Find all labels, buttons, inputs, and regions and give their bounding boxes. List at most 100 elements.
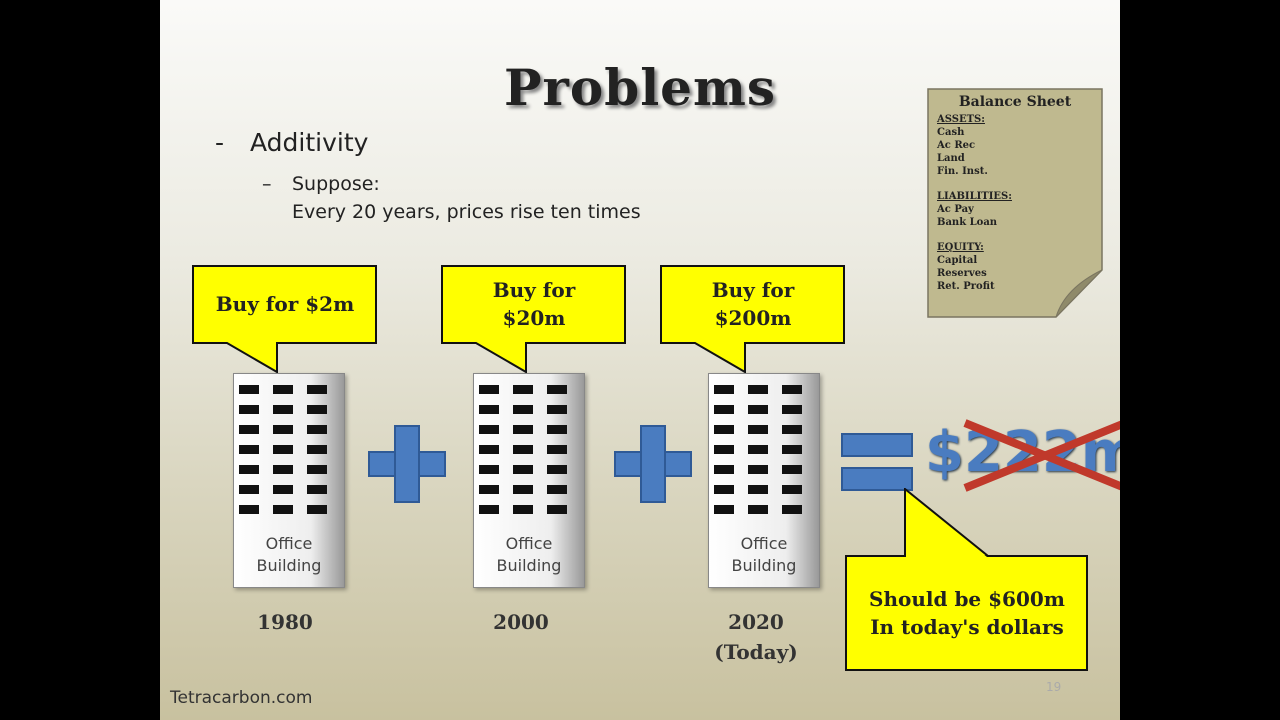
balance-sheet-title: Balance Sheet <box>958 94 1072 110</box>
window <box>273 445 293 454</box>
bs-item: Ac Pay <box>937 204 974 215</box>
window <box>479 445 499 454</box>
window <box>782 445 802 454</box>
slide: Problems -Additivity –Suppose: Every 20 … <box>160 0 1120 720</box>
callout-text: Buy for <box>711 278 795 302</box>
bs-section-liabilities: LIABILITIES: Ac Pay Bank Loan <box>937 190 1012 229</box>
bullet-text: Suppose: <box>292 173 380 195</box>
building-label: Building <box>256 556 322 575</box>
year-label: 2000 <box>446 607 596 637</box>
callout-1980: Buy for $2m <box>192 265 378 375</box>
window <box>307 445 327 454</box>
bs-item: Ret. Profit <box>937 281 995 292</box>
window <box>782 405 802 414</box>
window <box>273 485 293 494</box>
balance-sheet-note: Balance Sheet ASSETS: Cash Ac Rec Land F… <box>927 88 1103 318</box>
callout-text: Should be $600m <box>869 587 1065 611</box>
year-note: (Today) <box>714 640 798 664</box>
bs-item: Reserves <box>937 268 987 279</box>
window <box>273 465 293 474</box>
window <box>748 445 768 454</box>
window <box>782 465 802 474</box>
window <box>714 465 734 474</box>
bs-item: Ac Rec <box>937 140 976 151</box>
window <box>479 385 499 394</box>
window <box>239 505 259 514</box>
window <box>748 465 768 474</box>
window <box>714 485 734 494</box>
window <box>513 385 533 394</box>
window <box>714 385 734 394</box>
window <box>714 425 734 434</box>
window <box>748 405 768 414</box>
building-label: Office <box>265 534 313 553</box>
window <box>307 485 327 494</box>
window <box>479 485 499 494</box>
callout-2000: Buy for $20m <box>441 265 627 375</box>
window <box>239 405 259 414</box>
window <box>748 485 768 494</box>
building-label: Building <box>731 556 797 575</box>
window <box>547 465 567 474</box>
window <box>307 465 327 474</box>
callout-text: $20m <box>502 306 566 330</box>
callout-text: Buy for <box>492 278 576 302</box>
bullet-text: Additivity <box>250 128 369 157</box>
plus-icon <box>368 425 446 503</box>
window <box>714 405 734 414</box>
window <box>273 405 293 414</box>
window <box>748 385 768 394</box>
bs-item: Bank Loan <box>937 217 998 228</box>
cross-out-icon <box>963 419 1120 492</box>
window <box>239 465 259 474</box>
window <box>479 505 499 514</box>
window <box>513 445 533 454</box>
correction-callout: Should be $600m In today's dollars <box>845 488 1089 672</box>
window <box>547 425 567 434</box>
bs-item: Land <box>937 153 965 164</box>
equals-icon <box>841 433 913 457</box>
window <box>513 505 533 514</box>
window <box>239 425 259 434</box>
window <box>782 485 802 494</box>
window <box>782 505 802 514</box>
window <box>307 505 327 514</box>
window <box>239 445 259 454</box>
bs-heading: LIABILITIES: <box>937 191 1012 202</box>
callout-text: Buy for $2m <box>215 292 355 316</box>
window <box>307 425 327 434</box>
window <box>782 425 802 434</box>
callout-text: In today's dollars <box>870 615 1064 639</box>
window <box>748 425 768 434</box>
year-text: 1980 <box>257 610 313 634</box>
paper-curl-icon <box>927 88 1103 318</box>
window <box>273 385 293 394</box>
window <box>748 505 768 514</box>
bullet-text-line2: Every 20 years, prices rise ten times <box>292 201 641 223</box>
year-label: 2020 (Today) <box>681 607 831 667</box>
bullet-level1: -Additivity <box>215 128 368 157</box>
window <box>714 445 734 454</box>
window <box>307 405 327 414</box>
callout-2020: Buy for$200m <box>660 265 846 375</box>
bullet-level2: –Suppose: Every 20 years, prices rise te… <box>262 170 641 226</box>
plus-icon <box>614 425 692 503</box>
bs-item: Capital <box>937 255 978 266</box>
building-label: Office <box>505 534 553 553</box>
bs-section-assets: ASSETS: Cash Ac Rec Land Fin. Inst. <box>937 113 988 178</box>
equals-icon <box>841 467 913 491</box>
building-label: Office <box>740 534 788 553</box>
window <box>513 465 533 474</box>
bs-item: Fin. Inst. <box>937 166 988 177</box>
bullet-marker: - <box>215 128 225 157</box>
window <box>782 385 802 394</box>
window <box>479 425 499 434</box>
year-text: 2000 <box>493 610 549 634</box>
window <box>273 425 293 434</box>
window <box>513 485 533 494</box>
year-text: 2020 <box>728 610 784 634</box>
window <box>513 425 533 434</box>
bs-section-equity: EQUITY: Capital Reserves Ret. Profit <box>937 241 995 293</box>
